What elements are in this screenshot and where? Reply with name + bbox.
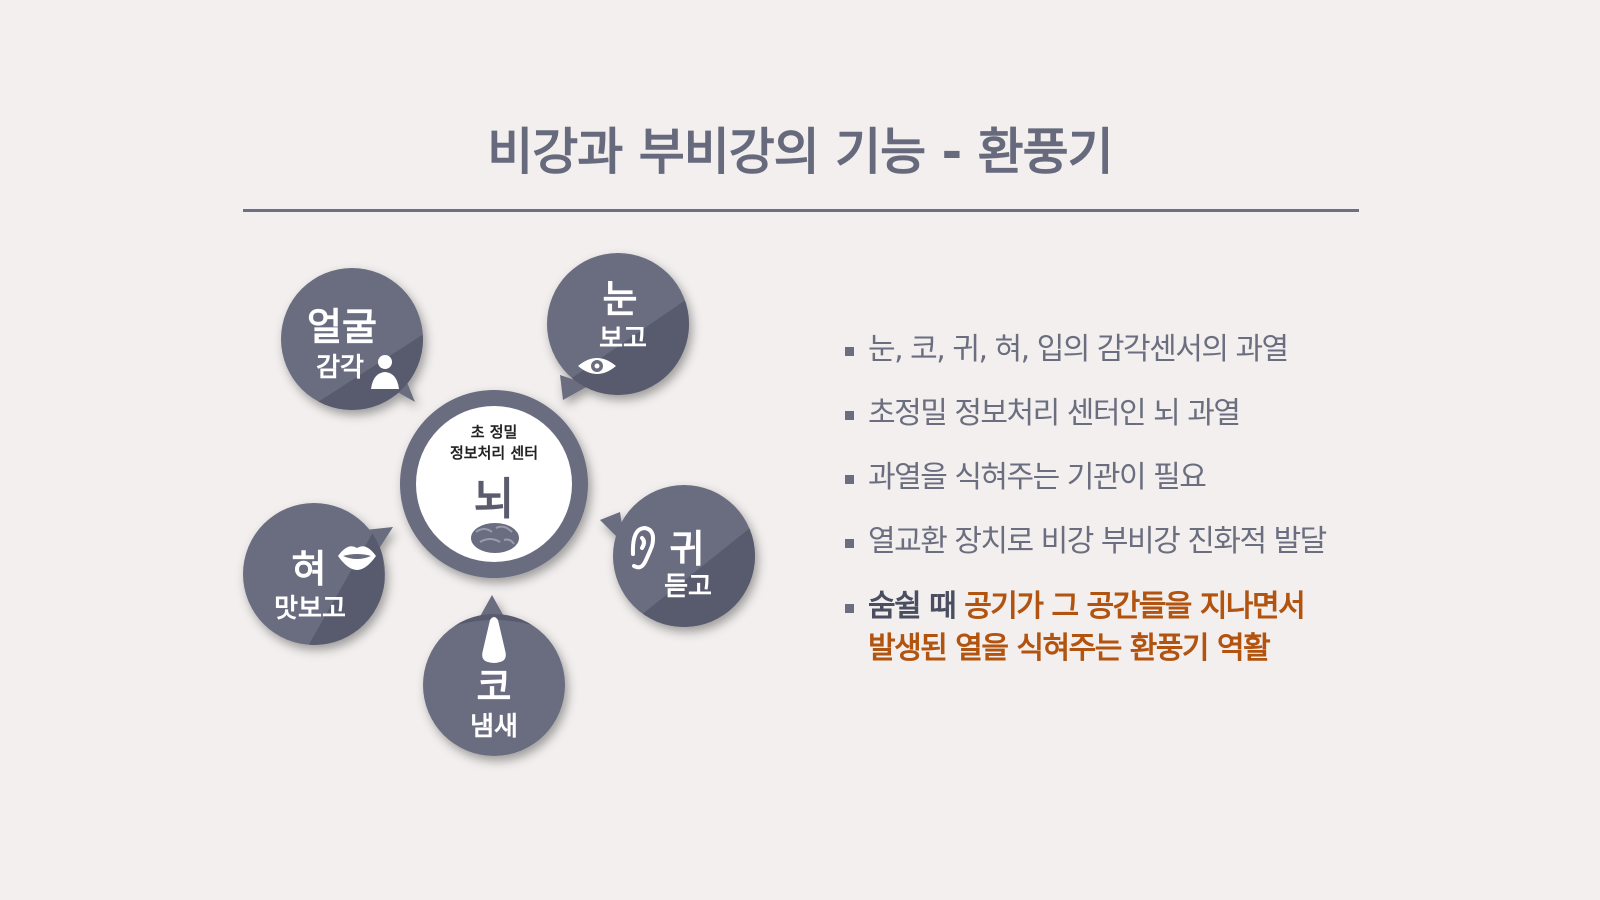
tongue-subtitle: 맛보고 (274, 594, 346, 624)
ear-title: 귀 (669, 527, 705, 571)
bullet-prefix: 숨쉴 때 (868, 589, 965, 624)
nose-icon (482, 617, 506, 663)
bullet-item: 과열을 식혀주는 기관이 필요 (845, 458, 1565, 498)
ear-icon (630, 525, 656, 570)
bullet-text: 초정밀 정보처리 센터인 뇌 과열 (868, 396, 1241, 431)
bullet-square-icon (845, 604, 854, 613)
lips-icon (338, 546, 376, 570)
bullet-highlight-1: 공기가 그 공간들을 지나면서 (964, 589, 1306, 624)
bullet-square-icon (845, 411, 854, 420)
diagram-graphics (243, 253, 755, 756)
sense-diagram: 얼굴 감각 눈 보고 귀 듣고 코 냄새 혀 맛보고 초 정밀 정보처리 센터 … (243, 253, 755, 756)
center-line-2: 정보처리 센터 (449, 444, 539, 462)
bullet-text: 열교환 장치로 비강 부비강 진화적 발달 (868, 524, 1327, 559)
bullet-list: 눈, 코, 귀, 혀, 입의 감각센서의 과열 초정밀 정보처리 센터인 뇌 과… (845, 330, 1565, 694)
bullet-square-icon (845, 475, 854, 484)
face-subtitle: 감각 (316, 353, 364, 383)
ear-subtitle: 듣고 (664, 572, 712, 602)
eye-icon (578, 358, 616, 374)
bullet-square-icon (845, 539, 854, 548)
bullet-highlight-2: 발생된 열을 식혀주는 환풍기 역활 (868, 631, 1271, 666)
face-title: 얼굴 (307, 305, 377, 349)
page-title: 비강과 부비강의 기능 - 환풍기 (487, 123, 1113, 181)
nose-title: 코 (476, 665, 512, 709)
brain-icon (471, 523, 519, 553)
bullet-item: 눈, 코, 귀, 혀, 입의 감각센서의 과열 (845, 330, 1565, 370)
bullet-square-icon (845, 347, 854, 356)
bullet-item: 열교환 장치로 비강 부비강 진화적 발달 (845, 522, 1565, 562)
title-divider (243, 209, 1359, 212)
bullet-item: 초정밀 정보처리 센터인 뇌 과열 (845, 394, 1565, 434)
bullet-text: 과열을 식혀주는 기관이 필요 (868, 460, 1207, 495)
center-main: 뇌 (473, 474, 515, 525)
nose-bubble (423, 595, 565, 756)
eye-subtitle: 보고 (599, 324, 647, 354)
nose-subtitle: 냄새 (470, 712, 518, 742)
tongue-title: 혀 (291, 547, 327, 591)
bullet-item-highlight: 숨쉴 때 공기가 그 공간들을 지나면서 발생된 열을 식혀주는 환풍기 역활 (845, 586, 1565, 670)
center-line-1: 초 정밀 (470, 423, 518, 441)
eye-title: 눈 (602, 277, 638, 321)
person-icon (371, 355, 399, 389)
bullet-text: 눈, 코, 귀, 혀, 입의 감각센서의 과열 (868, 332, 1289, 367)
